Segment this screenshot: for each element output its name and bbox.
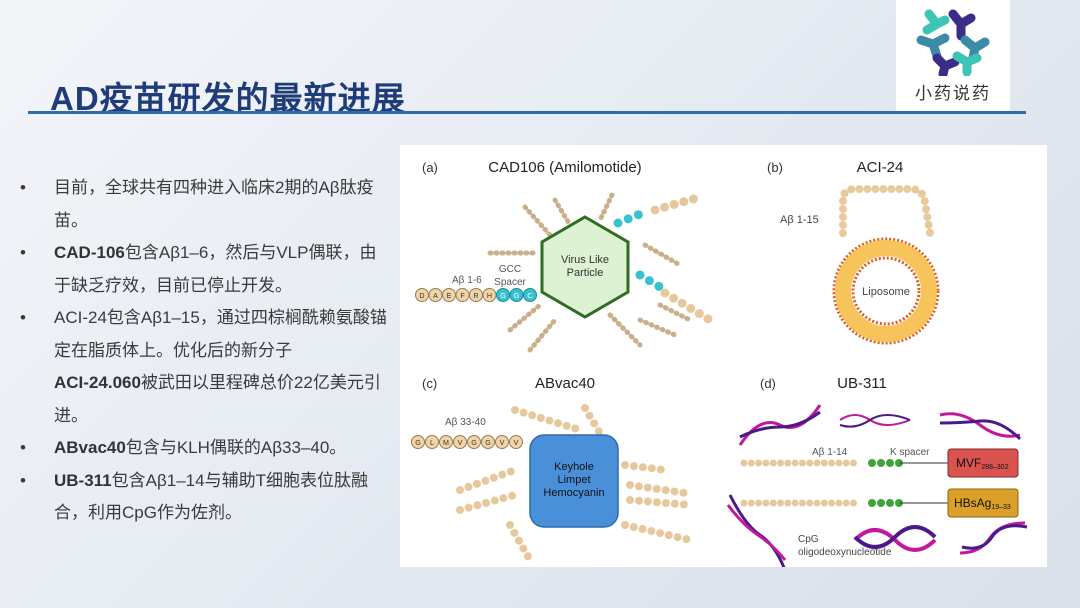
cpg-label: oligodeoxynucleotide	[798, 547, 892, 558]
bullet-item: •ABvac40包含与KLH偶联的Aβ33–40。	[20, 438, 347, 457]
residue-bead	[523, 288, 537, 302]
svg-text:HBsAg19–33: HBsAg19–33	[954, 496, 1011, 511]
spacer-label: Spacer	[494, 277, 526, 288]
residue-bead	[425, 435, 439, 449]
bullet-item: •CAD-106包含Aβ1–6，然后与VLP偶联，由于缺乏疗效，目前已停止开发。	[20, 243, 377, 295]
residue-bead	[453, 435, 467, 449]
bullet-item: •ACI-24包含Aβ1–15，通过四棕榈酰赖氨酸锚定在脂质体上。优化后的新分子…	[20, 308, 387, 425]
epitope-label: Aβ 1-6	[452, 275, 482, 286]
bullet-text: 包含Aβ1–6，然后与VLP偶联，由于缺乏疗效，目前已停止开发。	[54, 243, 377, 295]
residue-letter: F	[460, 292, 465, 300]
residue-bead	[411, 435, 425, 449]
bullet-bold: ABvac40	[54, 438, 126, 457]
title-divider	[28, 111, 1026, 114]
panel-title: CAD106 (Amilomotide)	[488, 159, 641, 176]
epitope-label: Aβ 1-15	[780, 214, 819, 226]
panel-title: ABvac40	[535, 375, 595, 392]
mvf-box	[947, 448, 1019, 478]
vlp-hexagon	[540, 215, 630, 319]
residue-letter: D	[419, 292, 424, 300]
bullet-text: 包含与KLH偶联的Aβ33–40。	[125, 438, 347, 457]
cpg-label: CpG	[798, 534, 819, 545]
residue-bead	[481, 435, 495, 449]
mvf-subscript: 288–302	[981, 464, 1008, 471]
residue-letter: L	[430, 439, 434, 447]
hbsag-subscript: 19–33	[991, 504, 1011, 511]
residue-letter: R	[473, 292, 478, 300]
residue-letter: V	[514, 439, 519, 447]
bullet-item: •目前，全球共有四种进入临床2期的Aβ肽疫苗。	[20, 178, 374, 230]
residue-letter: V	[500, 439, 505, 447]
bullet-text: 目前，全球共有四种进入临床2期的Aβ肽疫苗。	[54, 178, 374, 230]
bullet-bold: ACI-24.060	[54, 373, 141, 392]
logo-icon	[916, 9, 990, 79]
spacer-label: K spacer	[890, 447, 930, 458]
panel-label: (a)	[422, 160, 438, 175]
bullet-text: 被武田以里程碑总价22亿美元引进。	[54, 373, 381, 425]
logo: 小药说药	[896, 0, 1010, 111]
core-label: Limpet	[557, 474, 590, 486]
bullet-text: ACI-24包含Aβ1–15，通过四棕榈酰赖氨酸锚定在脂质体上。优化后的新分子	[54, 308, 387, 360]
core-label: Keyhole	[554, 461, 594, 473]
residue-letter: E	[447, 292, 452, 300]
spacer-sequence: GGC	[500, 291, 533, 300]
residue-bead	[439, 435, 453, 449]
panel-label: (d)	[760, 376, 776, 391]
bullet-list: •目前，全球共有四种进入临床2期的Aβ肽疫苗。 •CAD-106包含Aβ1–6，…	[20, 172, 390, 530]
svg-text:MVF288–302: MVF288–302	[956, 456, 1009, 471]
epitope-label: Aβ 33-40	[445, 417, 486, 428]
panel-label: (b)	[767, 160, 783, 175]
panel-a: (a) CAD106 (Amilomotide) Virus Like Part…	[415, 159, 715, 353]
bullet-text: 包含Aβ1–14与辅助T细胞表位肽融合，利用CpG作为佐剂。	[54, 470, 368, 523]
residue-letter: H	[487, 292, 492, 300]
residue-letter: G	[471, 439, 477, 447]
page-title: AD疫苗研发的最新进展	[50, 80, 406, 117]
residue-letter: V	[458, 439, 463, 447]
core-label: Virus Like	[561, 254, 609, 266]
residue-letter: G	[485, 439, 491, 447]
core-label: Particle	[567, 267, 604, 279]
residue-bead	[495, 435, 509, 449]
residue-bead	[467, 435, 481, 449]
panel-d: (d) UB-311 Aβ 1-14 K spacer MVF288–302 H…	[726, 375, 1028, 571]
bullet-bold: UB-311	[54, 470, 112, 490]
liposome-label: Liposome	[862, 286, 910, 298]
hbsag-label: HBsAg	[954, 496, 991, 510]
mvf-label: MVF	[956, 456, 981, 470]
core-label: Hemocyanin	[543, 487, 604, 499]
klh-box	[529, 434, 619, 528]
panel-title: ACI-24	[857, 159, 904, 176]
bullet-bold: CAD-106	[54, 243, 125, 262]
spacer-label: GCC	[499, 264, 521, 275]
residue-letter: M	[443, 439, 449, 447]
panel-b: (b) ACI-24 Aβ 1-15 Liposome	[767, 159, 940, 345]
logo-text: 小药说药	[915, 84, 991, 104]
bullet-item: •UB-311包含Aβ1–14与辅助T细胞表位肽融合，利用CpG作为佐剂。	[20, 470, 368, 523]
hbsag-box	[947, 488, 1019, 518]
vaccine-figure: (a) CAD106 (Amilomotide) Virus Like Part…	[400, 145, 1047, 571]
panel-label: (c)	[422, 376, 437, 391]
epitope-label: Aβ 1-14	[812, 447, 848, 458]
residue-letter: G	[415, 439, 421, 447]
residue-letter: A	[433, 292, 438, 300]
panel-title: UB-311	[837, 375, 887, 392]
residue-bead	[509, 435, 523, 449]
